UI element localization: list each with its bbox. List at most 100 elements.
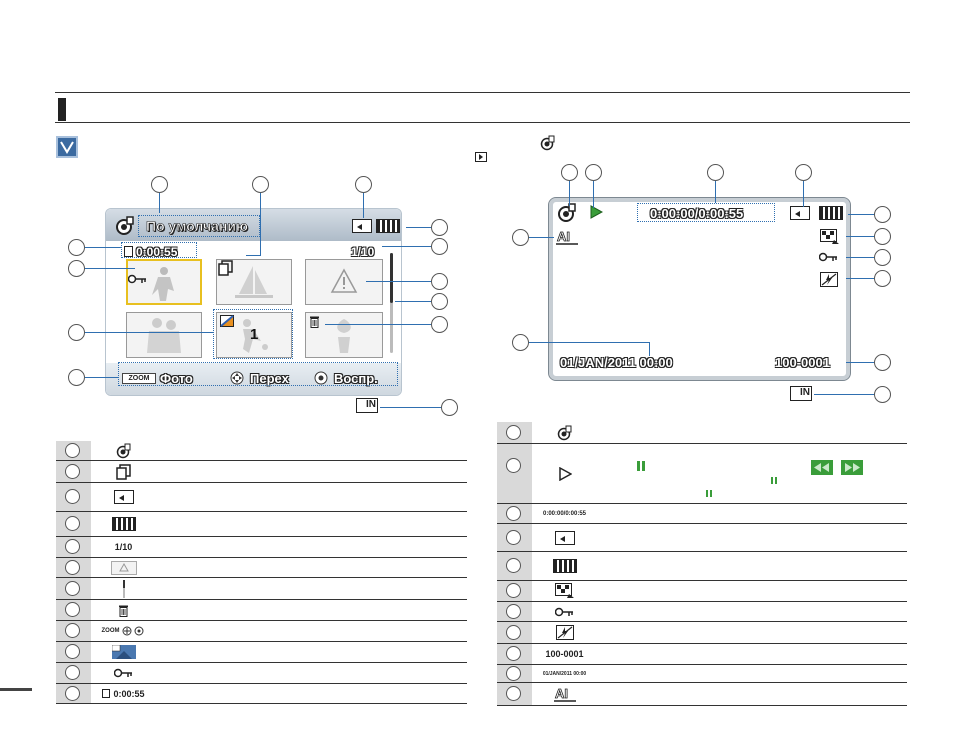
pause-green-icon bbox=[771, 477, 777, 484]
playback-icon bbox=[475, 152, 487, 162]
move-button-label[interactable]: Перех bbox=[250, 371, 289, 386]
thumb-highlight bbox=[213, 309, 293, 359]
no-flash-icon bbox=[555, 625, 574, 640]
callout bbox=[441, 399, 458, 416]
ok-button-icon bbox=[314, 371, 328, 385]
legend-row: 100-0001 bbox=[497, 644, 907, 665]
legend-timecode-text: 0:00:00/0:00:55 bbox=[542, 510, 587, 517]
playback-mode-icon bbox=[557, 425, 571, 440]
callout bbox=[68, 324, 85, 341]
pause-green-icon bbox=[706, 490, 712, 497]
delete-icon bbox=[310, 316, 319, 328]
anti-shake-icon: AI bbox=[553, 686, 576, 702]
callout bbox=[874, 354, 891, 371]
page-edge-mark bbox=[0, 688, 32, 691]
legend-row bbox=[497, 444, 907, 504]
playback-screen: 0:00:00/0:00:55 AI 01/JAN/2011 00:00 100… bbox=[548, 197, 851, 381]
legend-row bbox=[497, 552, 907, 581]
legend-row bbox=[497, 622, 907, 644]
memory-card-icon bbox=[790, 206, 810, 220]
section-header bbox=[55, 96, 910, 123]
anti-shake-icon: AI bbox=[556, 229, 578, 245]
quality-icon bbox=[554, 583, 574, 598]
no-flash-icon bbox=[820, 272, 838, 287]
battery-icon bbox=[376, 219, 400, 233]
top-rule bbox=[55, 92, 910, 93]
legend-row bbox=[56, 578, 467, 600]
title-highlight bbox=[138, 215, 260, 237]
internal-memory-icon: IN bbox=[356, 398, 378, 413]
thumbnail-couple[interactable] bbox=[126, 312, 202, 358]
zoom-chip: ZOOM bbox=[122, 373, 156, 384]
buttons-highlight bbox=[118, 362, 398, 386]
battery-icon bbox=[552, 559, 577, 573]
playback-timecode: 0:00:00/0:00:55 bbox=[650, 206, 744, 221]
playback-mode-icon bbox=[558, 203, 576, 222]
playback-mode-icon bbox=[116, 443, 130, 458]
legend-row bbox=[497, 602, 907, 622]
legend-row: 01/JAN/2011 00:00 bbox=[497, 665, 907, 683]
playback-mode-icon bbox=[116, 216, 134, 235]
protect-key-icon bbox=[127, 271, 148, 284]
callout bbox=[431, 219, 448, 236]
quality-icon bbox=[820, 229, 839, 244]
thumbnail-screen: По умолчанию 0:00:55 1/10 1 ZOOM Фото Пе… bbox=[105, 208, 402, 396]
callout bbox=[707, 164, 724, 181]
photo-thumbnail-icon bbox=[111, 645, 136, 659]
forward-green-icon bbox=[841, 460, 863, 475]
legend-date-text: 01/JAN/2011 00:00 bbox=[542, 670, 587, 677]
legend-row bbox=[497, 524, 907, 552]
recording-date: 01/JAN/2011 00:00 bbox=[560, 355, 673, 370]
callout bbox=[355, 176, 372, 193]
legend-row: 0:00:00/0:00:55 bbox=[497, 504, 907, 524]
image-counter: 1/10 bbox=[351, 245, 375, 259]
thumbnail-error[interactable] bbox=[305, 259, 383, 305]
callout bbox=[512, 229, 529, 246]
photo-button-label[interactable]: Фото bbox=[160, 371, 193, 386]
battery-icon bbox=[111, 517, 136, 531]
thumb-number: 1 bbox=[250, 326, 259, 343]
callout bbox=[874, 228, 891, 245]
rewind-green-icon bbox=[811, 460, 833, 475]
legend-row bbox=[56, 512, 467, 537]
play-button-label[interactable]: Воспр. bbox=[334, 371, 378, 386]
legend-row: 0:00:55 bbox=[56, 684, 467, 704]
svg-text:AI: AI bbox=[557, 229, 570, 244]
legend-row: 1/10 bbox=[56, 537, 467, 558]
callout bbox=[252, 176, 269, 193]
play-icon[interactable] bbox=[589, 205, 603, 219]
navigation-icon bbox=[230, 371, 244, 385]
memory-card-icon bbox=[352, 219, 372, 233]
play-icon bbox=[558, 466, 572, 481]
legend-row bbox=[56, 483, 467, 512]
header-mark bbox=[58, 98, 66, 121]
memory-card-icon bbox=[554, 530, 575, 545]
scrollbar[interactable] bbox=[390, 253, 393, 353]
file-number: 100-0001 bbox=[775, 355, 830, 370]
callout bbox=[561, 164, 578, 181]
video-duration: 0:00:55 bbox=[136, 245, 178, 259]
thumbnail-selected[interactable] bbox=[126, 259, 202, 305]
pause-green-icon bbox=[637, 461, 645, 471]
video-indicator-icon bbox=[124, 246, 133, 257]
warning-thumbnail-icon bbox=[110, 560, 137, 575]
timecode-highlight bbox=[637, 203, 775, 222]
svg-text:AI: AI bbox=[555, 686, 568, 701]
callout bbox=[585, 164, 602, 181]
callout bbox=[874, 386, 891, 403]
screen-top-bar bbox=[106, 209, 401, 241]
scrollbar-icon bbox=[122, 579, 125, 598]
protect-key-icon bbox=[819, 252, 837, 262]
edited-icon bbox=[220, 315, 234, 327]
playback-mode-icon bbox=[540, 135, 555, 151]
copy-icon bbox=[218, 260, 233, 276]
legend-counter-text: 1/10 bbox=[114, 542, 133, 552]
legend-row bbox=[497, 581, 907, 602]
callout bbox=[431, 316, 448, 333]
zoom-nav-icon bbox=[122, 626, 143, 636]
memory-card-icon bbox=[113, 490, 134, 504]
callout bbox=[431, 238, 448, 255]
legend-row bbox=[56, 441, 467, 461]
callout bbox=[874, 206, 891, 223]
legend-row bbox=[56, 558, 467, 578]
